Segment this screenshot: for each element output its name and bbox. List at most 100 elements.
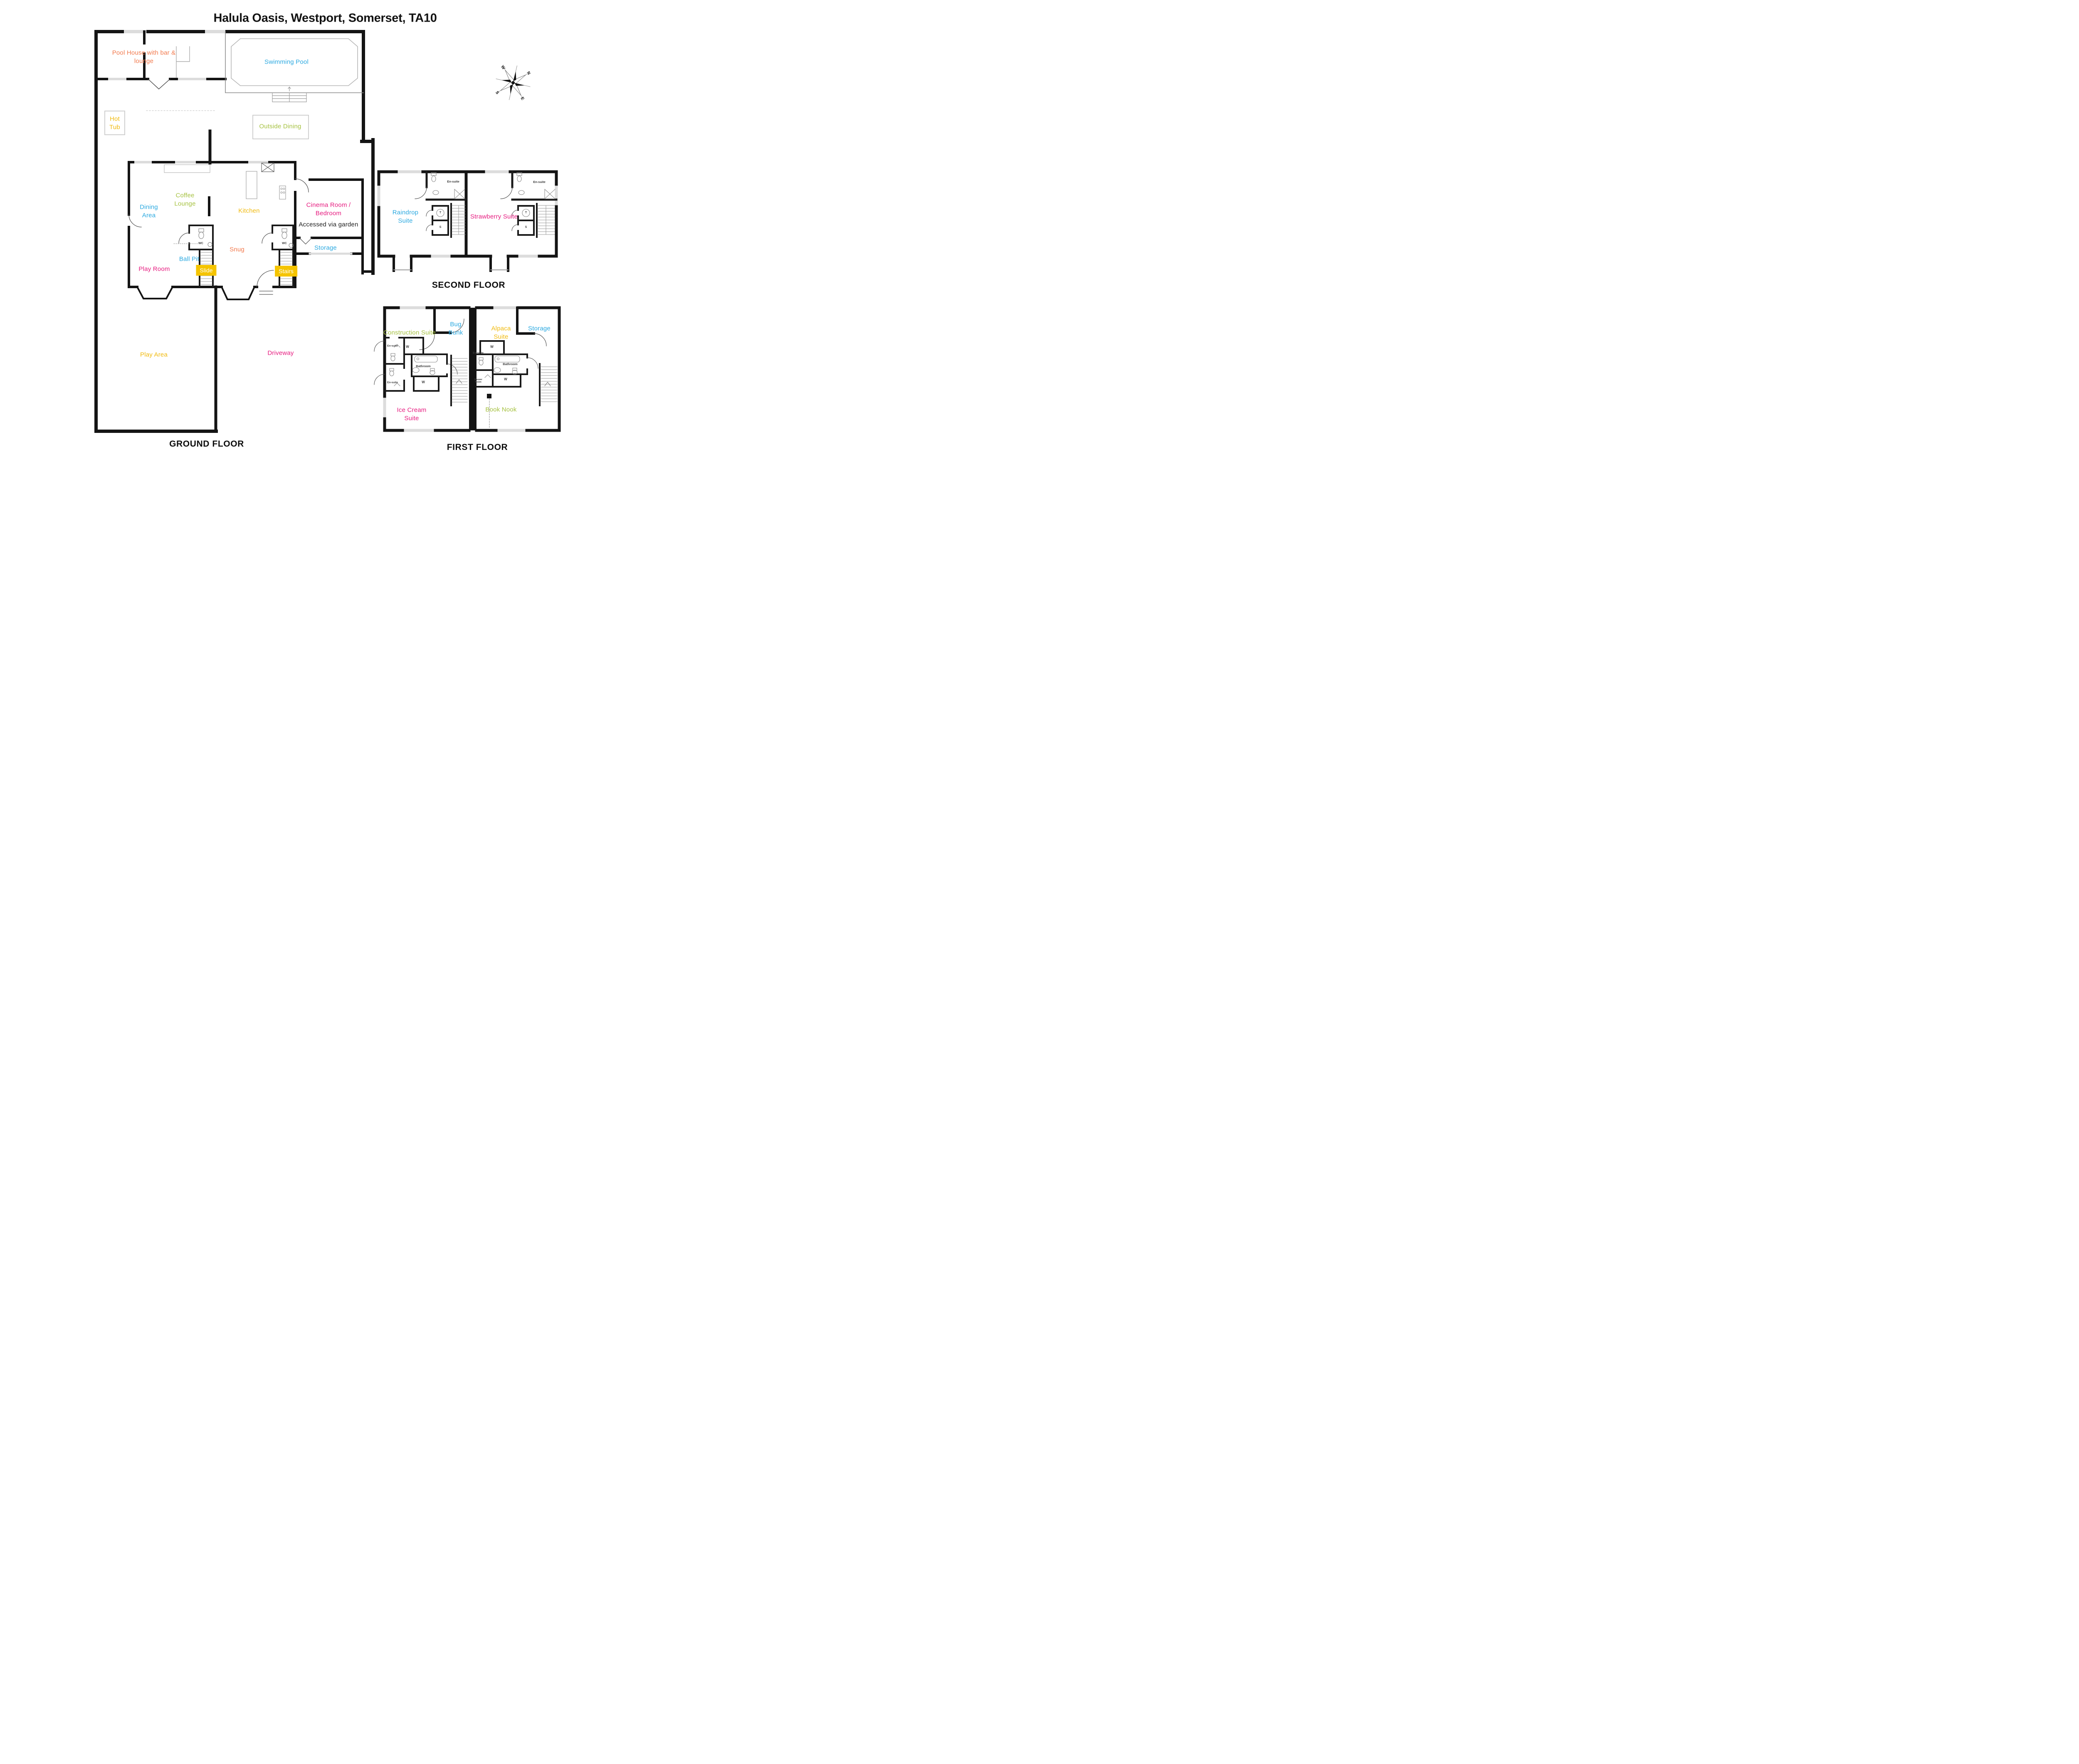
toilet-t-circle-icon xyxy=(522,209,530,217)
ensuite-label: En-suite xyxy=(447,179,459,183)
play-room-bay-window xyxy=(136,286,174,299)
room-label-dining-area: Dining Area xyxy=(140,203,158,219)
wardrobe-label: W xyxy=(406,345,409,349)
storage-walls xyxy=(516,306,535,335)
ensuite-label: En-suite xyxy=(533,180,546,184)
room-label-construction-suite: Construction Suite xyxy=(383,329,436,336)
bathroom-label: Bathroom xyxy=(416,364,431,368)
floorplan-page: N E S W Halula Oasis, Westport, Somerset… xyxy=(0,0,642,455)
store-s-label: S xyxy=(439,226,442,229)
shower-chevron-icon xyxy=(394,344,400,348)
outside-dining-outline xyxy=(252,115,309,139)
compass-center-dot xyxy=(511,81,515,84)
left-ensuite-door-arc-icon xyxy=(415,187,427,199)
wc-label: WC xyxy=(282,242,287,245)
wc-label: WC xyxy=(198,242,203,245)
shower-chevron-icon xyxy=(394,383,400,386)
cinema-wing-walls xyxy=(294,178,374,274)
wardrobe-4-walls xyxy=(492,373,521,388)
page-title: Halula Oasis, Westport, Somerset, TA10 xyxy=(213,11,437,25)
closet-t-right-door-arc-icon xyxy=(511,210,519,217)
left-stairs-treads-icon xyxy=(452,205,466,235)
party-wall xyxy=(469,308,477,430)
ensuite-3-walls xyxy=(476,353,494,371)
ensuite-2-walls xyxy=(384,363,405,392)
first-floor-caption: FIRST FLOOR xyxy=(447,442,508,452)
ground-floor-plan xyxy=(94,30,375,433)
bath-icon xyxy=(414,356,438,363)
bathroom-1-door-arc-icon xyxy=(447,363,458,375)
sink-icon xyxy=(432,190,439,195)
bar-counter-icon xyxy=(176,46,190,78)
garden-divider-wall xyxy=(208,129,217,433)
shower-room-label: Shower Room xyxy=(474,378,482,383)
wardrobe-label: W xyxy=(490,345,494,349)
ensuite-label: En-suite xyxy=(473,351,484,355)
right-unit-windows xyxy=(485,170,558,258)
toilet-t-label: T xyxy=(439,211,442,215)
stairs-chip: Stairs xyxy=(275,266,297,277)
bath-icon xyxy=(494,356,520,363)
right-stairs-arrow-icon xyxy=(544,382,551,386)
wardrobe-2-walls xyxy=(413,376,440,392)
ensuite-label: En-suite xyxy=(387,344,398,348)
kitchen-door-arc-icon xyxy=(295,178,309,193)
storage-door-arc-icon xyxy=(533,333,547,346)
window-seat xyxy=(164,164,210,173)
wardrobe-3-walls xyxy=(479,340,505,355)
room-label-ice-cream-suite: Ice Cream Suite xyxy=(397,406,427,422)
bathroom-label: Bathroom xyxy=(503,362,518,366)
wardrobe-label: W xyxy=(422,380,425,384)
left-stairs-treads-icon xyxy=(452,358,468,403)
garden-wall xyxy=(94,30,375,433)
pool-steps-icon xyxy=(272,86,307,102)
closet-s-right-door-arc-icon xyxy=(511,224,519,231)
wc-closet-left xyxy=(188,225,214,250)
store-s-label: S xyxy=(525,226,527,229)
wc-right-door-arc-icon xyxy=(262,232,273,244)
toilet-icon xyxy=(281,228,287,239)
ensuite-2-door-arc-icon xyxy=(374,374,385,385)
room-label-hot-tub: Hot Tub xyxy=(109,115,120,131)
toilet-icon xyxy=(430,368,435,375)
second-floor-plan xyxy=(377,170,558,272)
left-unit-walls xyxy=(377,170,468,258)
toilet-icon xyxy=(516,172,522,182)
dining-door-arc-icon xyxy=(128,214,142,227)
left-porch xyxy=(393,255,412,272)
room-label-pool-house: Pool House with bar & lounge xyxy=(112,49,176,65)
room-label-snug: Snug xyxy=(230,246,244,253)
hall-door-post xyxy=(487,394,491,398)
closet-s-left-door-arc-icon xyxy=(426,224,433,231)
shower-chevron-icon xyxy=(484,374,491,378)
room-label-storage-first: Storage xyxy=(528,325,551,332)
room-label-coffee-lounge: Coffee Lounge xyxy=(174,192,196,208)
wc-left-door-arc-icon xyxy=(178,232,190,244)
sink-icon xyxy=(289,243,294,248)
left-unit-windows xyxy=(377,170,451,258)
wc-closet-right xyxy=(272,225,294,250)
closet-s-left xyxy=(432,220,449,236)
closet-t-left-door-arc-icon xyxy=(426,210,433,217)
sink-icon xyxy=(412,367,420,373)
room-label-cinema-room: Cinema Room / Bedroom xyxy=(306,201,351,217)
right-porch xyxy=(489,255,509,272)
shower-icon xyxy=(454,189,465,199)
sink-icon xyxy=(518,190,525,195)
hot-tub-outline xyxy=(104,111,125,135)
toilet-icon xyxy=(390,353,395,361)
room-label-raindrop-suite: Raindrop Suite xyxy=(392,209,419,225)
toilet-t-label: T xyxy=(525,211,527,215)
wardrobe-label: W xyxy=(504,377,507,381)
room-label-storage-ground: Storage xyxy=(314,244,337,252)
second-floor-caption: SECOND FLOOR xyxy=(432,280,506,290)
toilet-t-circle-icon xyxy=(436,209,444,217)
ensuite-1-door-arc-icon xyxy=(374,341,385,352)
room-label-kitchen: Kitchen xyxy=(238,207,260,215)
right-stairs-treads-icon xyxy=(537,205,555,235)
kitchen-sink-icon xyxy=(261,163,274,172)
ensuite-1-walls xyxy=(384,337,405,365)
right-unit-windows xyxy=(493,306,526,432)
toilet-icon xyxy=(431,172,437,182)
swimming-pool-outline xyxy=(231,38,358,86)
